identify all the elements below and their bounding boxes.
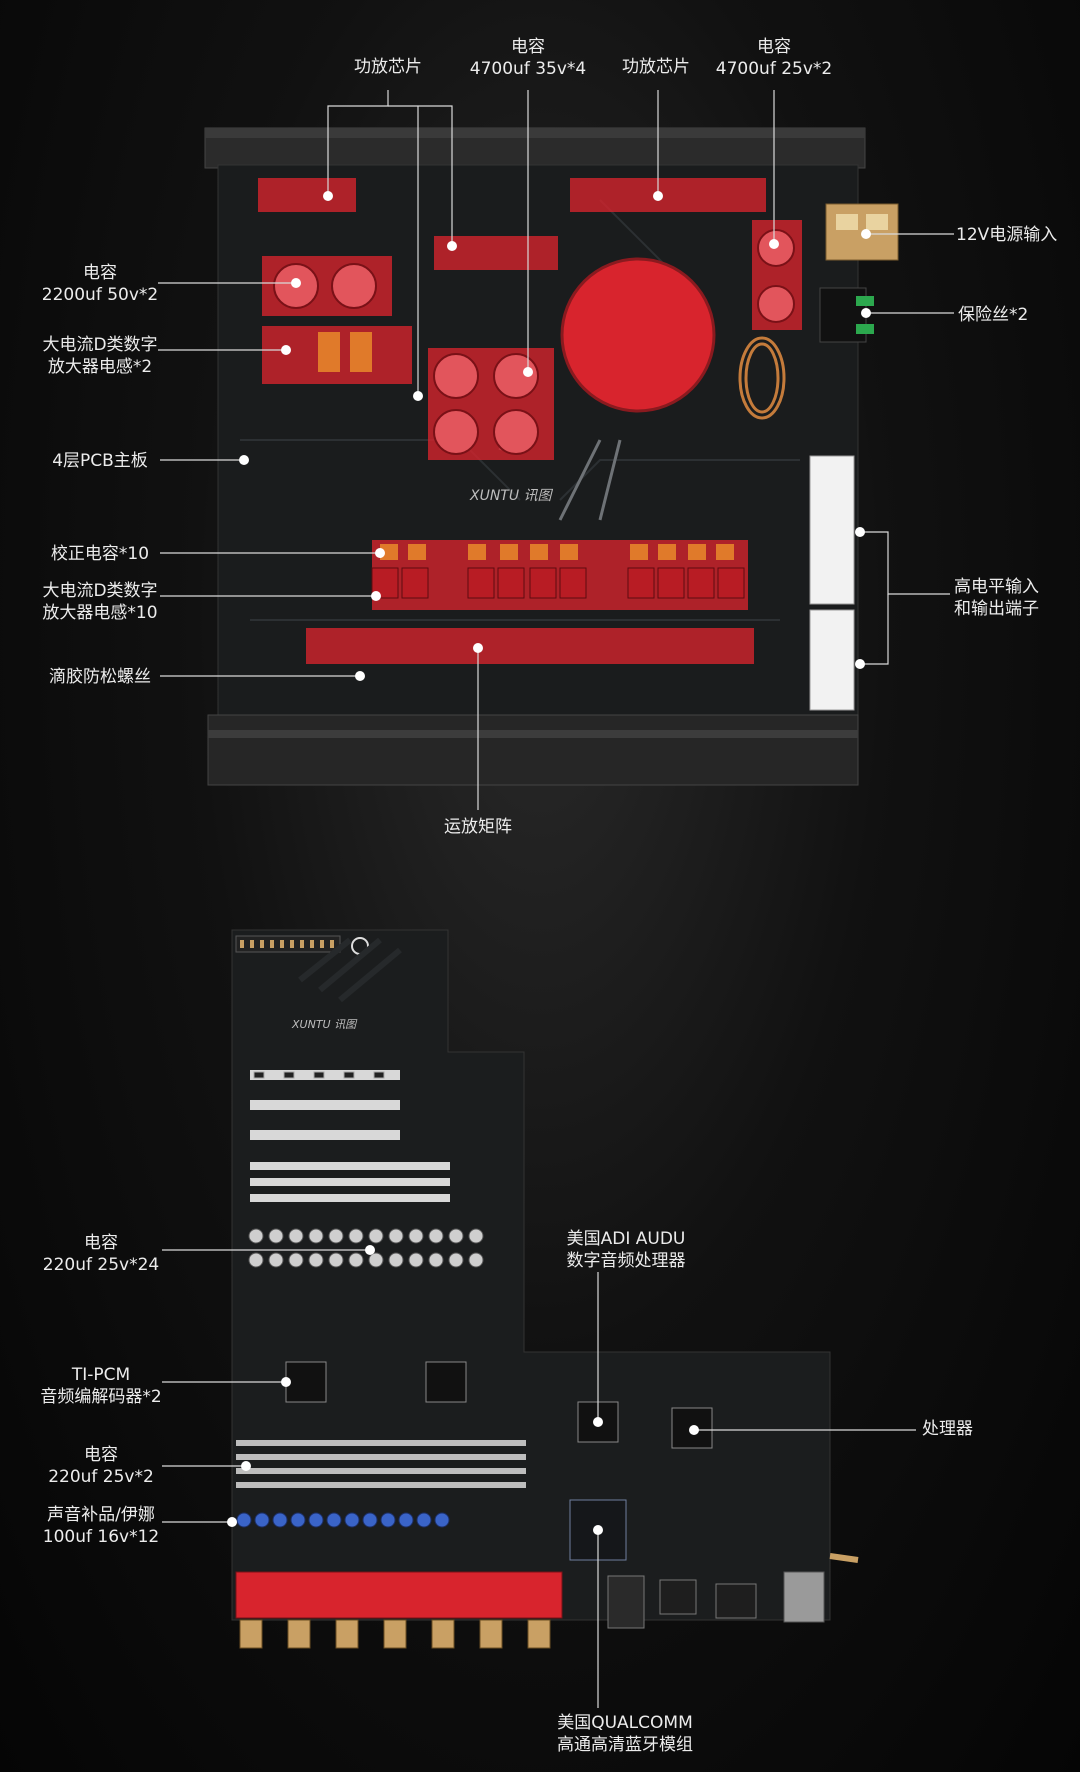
chassis-bottom-rail bbox=[207, 714, 859, 786]
pcm-codec-1 bbox=[285, 1361, 327, 1403]
label-fuses: 保险丝*2 bbox=[958, 305, 1029, 325]
label-inductor-10: 大电流D类数字 放大器电感*10 bbox=[42, 581, 158, 623]
rca-jacks bbox=[235, 1571, 563, 1649]
pcm-codec-2 bbox=[425, 1361, 467, 1403]
label-adi-dsp: 美国ADI AUDU 数字音频处理器 bbox=[566, 1229, 686, 1271]
amp-chip-left bbox=[258, 178, 356, 212]
label-cap-220-25v-24: 电容 220uf 25v*24 bbox=[42, 1233, 160, 1275]
label-cap-220-25v-2: 电容 220uf 25v*2 bbox=[48, 1445, 154, 1487]
label-12v-input: 12V电源输入 bbox=[956, 225, 1058, 245]
label-opamp-matrix: 运放矩阵 bbox=[444, 817, 512, 837]
label-amp-chip-2: 功放芯片 bbox=[622, 57, 690, 77]
label-glued-screws: 滴胶防松螺丝 bbox=[49, 667, 151, 687]
high-level-connector-1 bbox=[809, 455, 855, 605]
opamp-matrix-highlight bbox=[306, 628, 754, 664]
label-processor: 处理器 bbox=[922, 1419, 973, 1439]
dsp-brand-text: XUNTU 讯图 bbox=[291, 1018, 358, 1031]
label-amp-chip-1: 功放芯片 bbox=[354, 57, 422, 77]
label-high-level-io: 高电平输入 和输出端子 bbox=[954, 577, 1039, 619]
label-cap-100-16v: 声音补品/伊娜 100uf 16v*12 bbox=[42, 1505, 160, 1547]
toroid-transformer bbox=[562, 259, 714, 411]
label-inductor-2: 大电流D类数字 放大器电感*2 bbox=[42, 335, 158, 377]
label-ti-pcm: TI-PCM 音频编解码器*2 bbox=[40, 1365, 162, 1407]
label-4layer-pcb: 4层PCB主板 bbox=[52, 451, 148, 471]
pcb-brand-text: XUNTU 讯图 bbox=[469, 488, 554, 504]
amp-chip-center bbox=[434, 236, 558, 270]
label-cap-4700-35v: 电容 4700uf 35v*4 bbox=[469, 37, 587, 79]
high-level-connector-2 bbox=[809, 609, 855, 711]
label-cap-2200: 电容 2200uf 50v*2 bbox=[41, 263, 159, 305]
label-correction-caps: 校正电容*10 bbox=[50, 544, 150, 564]
label-qualcomm-bt: 美国QUALCOMM 高通高清蓝牙模组 bbox=[557, 1713, 693, 1755]
label-cap-4700-25v: 电容 4700uf 25v*2 bbox=[715, 37, 833, 79]
amp-chip-right bbox=[570, 178, 766, 212]
